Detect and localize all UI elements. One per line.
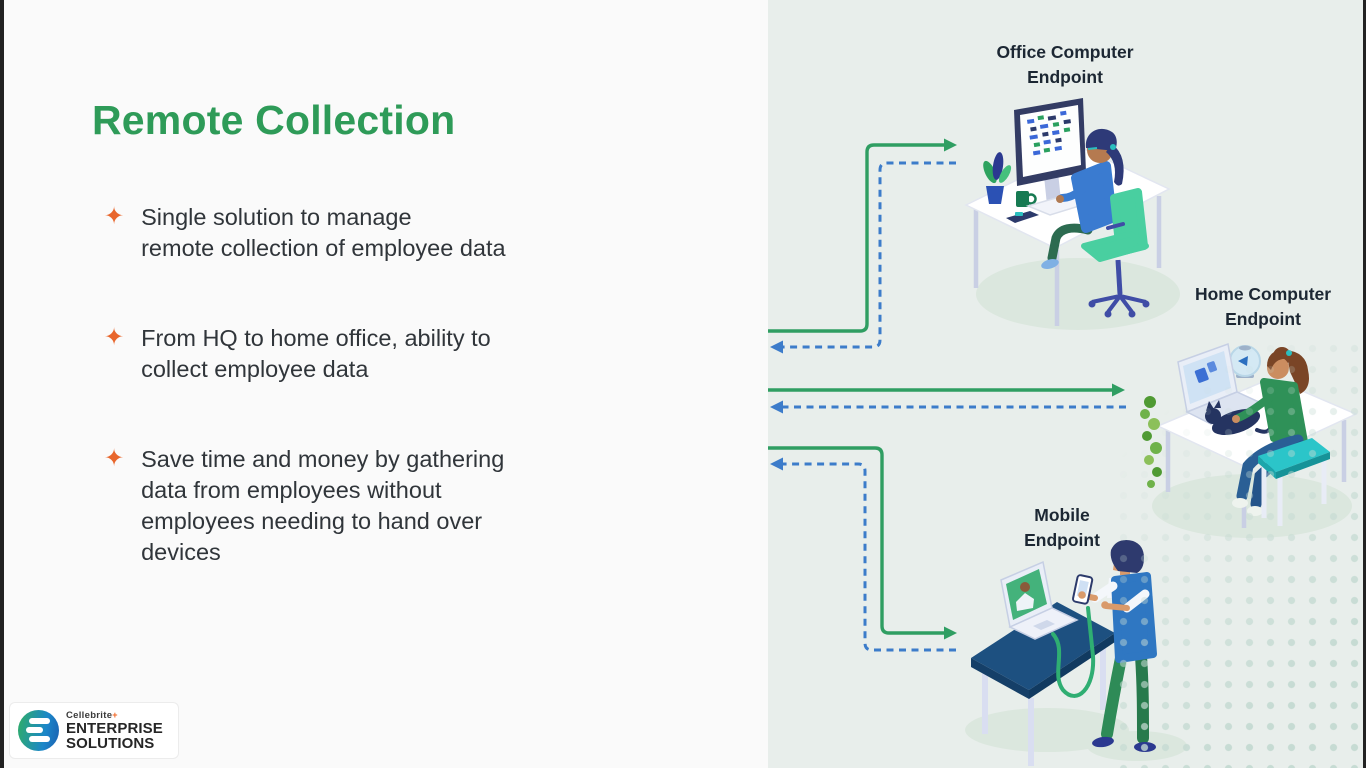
office-endpoint-label-line1: Office Computer (996, 42, 1133, 62)
usb-cable (1051, 606, 1096, 698)
mobile-to-hq-arrowhead (770, 457, 783, 471)
office-endpoint-scene (964, 98, 1180, 330)
logo-text: Cellebrite+ ENTERPRISE SOLUTIONS (66, 710, 163, 752)
office-chair-icon (1081, 188, 1150, 318)
home-to-hq-arrowhead (770, 400, 783, 414)
bullet-line: data from employees without (141, 477, 442, 503)
bullet-line: Single solution to manage (141, 204, 412, 230)
bullet-line: Save time and money by gathering (141, 446, 505, 472)
office-arrows (768, 138, 957, 354)
bullet-text: From HQ to home office, ability to colle… (141, 323, 491, 385)
office-worker (1041, 128, 1124, 269)
monitor-icon (1014, 98, 1086, 208)
bullet-text: Save time and money by gathering data fr… (141, 444, 504, 568)
bullet-line: devices (141, 539, 221, 565)
vine-plant-icon (1140, 396, 1162, 488)
office-endpoint-label-line2: Endpoint (1027, 67, 1103, 87)
illustration-panel: Office Computer Endpoint Home Computer E… (768, 0, 1363, 768)
logo-card: Cellebrite+ ENTERPRISE SOLUTIONS (10, 703, 178, 758)
star-bullet-icon: ✦ (104, 203, 125, 230)
logo-brand: Cellebrite (66, 709, 113, 721)
bullet-line: collect employee data (141, 356, 369, 382)
hq-to-mobile-arrowhead (944, 626, 957, 640)
left-edge-bar (0, 0, 4, 768)
cellebrite-logo-icon (18, 710, 59, 751)
mobile-to-hq-arrow (783, 462, 956, 652)
logo-line2: SOLUTIONS (66, 735, 155, 752)
hq-to-mobile-arrow (768, 446, 944, 635)
bullet-line: From HQ to home office, ability to (141, 325, 491, 351)
mobile-arrows (768, 446, 957, 652)
bullet-item: ✦ Single solution to manage remote colle… (104, 202, 506, 264)
endpoints-illustration: Office Computer Endpoint Home Computer E… (768, 42, 1358, 766)
mobile-laptop-icon (1000, 560, 1079, 640)
bullet-line: employees needing to hand over (141, 508, 483, 534)
fishbowl-icon (1229, 345, 1261, 378)
mobile-endpoint-label-line1: Mobile (1034, 505, 1090, 525)
star-bullet-icon: ✦ (104, 445, 125, 472)
hq-to-home-arrowhead (1112, 383, 1125, 397)
logo-line1: ENTERPRISE (66, 719, 163, 737)
home-arrows (768, 383, 1126, 414)
plant-icon (983, 152, 1012, 204)
hq-to-office-arrowhead (944, 138, 957, 152)
bullet-line: remote collection of employee data (141, 235, 506, 261)
app-tiles (1026, 110, 1071, 156)
bullet-text: Single solution to manage remote collect… (141, 202, 505, 264)
home-endpoint-label-line1: Home Computer (1195, 284, 1331, 304)
bullet-item: ✦ Save time and money by gathering data … (104, 444, 504, 568)
dock-device-icon (1006, 211, 1039, 223)
home-endpoint-label-line2: Endpoint (1225, 309, 1301, 329)
phone-icon (1072, 574, 1094, 605)
bullet-item: ✦ From HQ to home office, ability to col… (104, 323, 491, 385)
mobile-endpoint-label-line2: Endpoint (1024, 530, 1100, 550)
mobile-endpoint-scene (965, 540, 1187, 766)
page-title: Remote Collection (92, 97, 456, 144)
office-to-hq-arrow (783, 161, 956, 349)
office-to-hq-arrowhead (770, 340, 783, 354)
star-bullet-icon: ✦ (104, 324, 125, 351)
hq-to-office-arrow (768, 143, 944, 333)
mug-icon (1016, 191, 1037, 207)
right-edge-bar (1363, 0, 1366, 768)
logo-spark-icon: + (112, 709, 118, 720)
home-endpoint-scene (1140, 342, 1358, 538)
